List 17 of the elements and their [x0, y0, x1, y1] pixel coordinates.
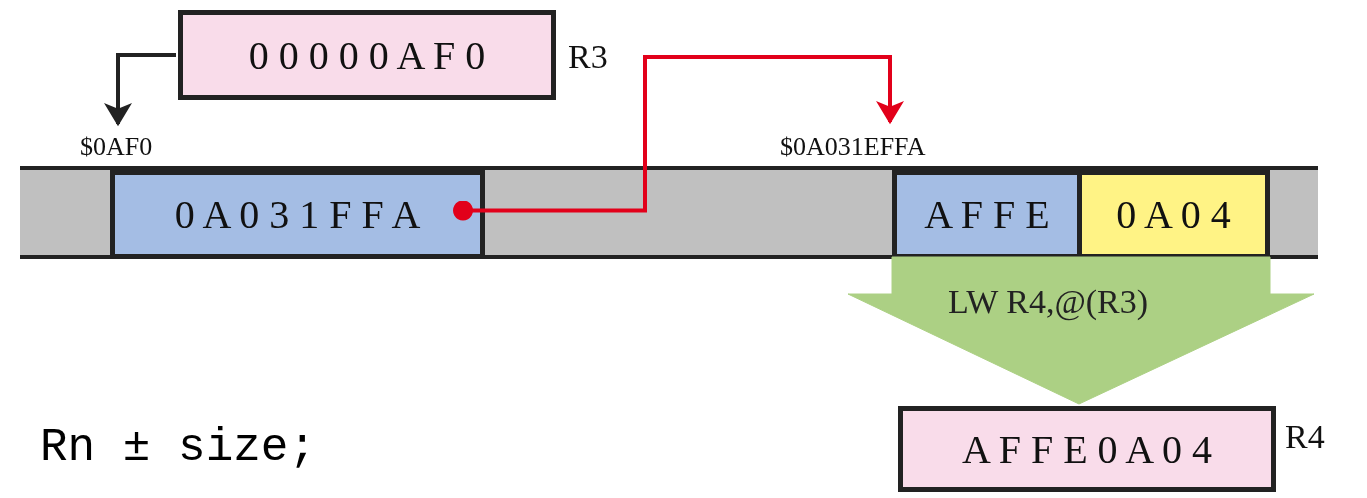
register-name: R4: [1285, 418, 1325, 456]
arrow: [453, 55, 904, 221]
hex-value: A F F E 0 A 0 4: [961, 425, 1213, 473]
block-arrow: [847, 256, 1315, 405]
register-box: [178, 10, 556, 100]
hex-value: 0 A 0 4: [1116, 191, 1231, 238]
memory-strip: [20, 166, 1318, 259]
instruction-label: LW R4,@(R3): [948, 283, 1149, 321]
hex-value: 0 A 0 3 1 F F A: [174, 191, 421, 238]
hex-value: A F F E: [924, 191, 1050, 238]
hex-value: 0 0 0 0 0 A F 0: [248, 31, 486, 79]
register-name: R3: [568, 38, 608, 76]
address-label: $0AF0: [80, 132, 153, 162]
address-label: $0A031EFFA: [780, 132, 926, 162]
arrow: [104, 53, 176, 127]
code-text: Rn ± size;: [40, 422, 317, 474]
register-box: [898, 406, 1276, 492]
